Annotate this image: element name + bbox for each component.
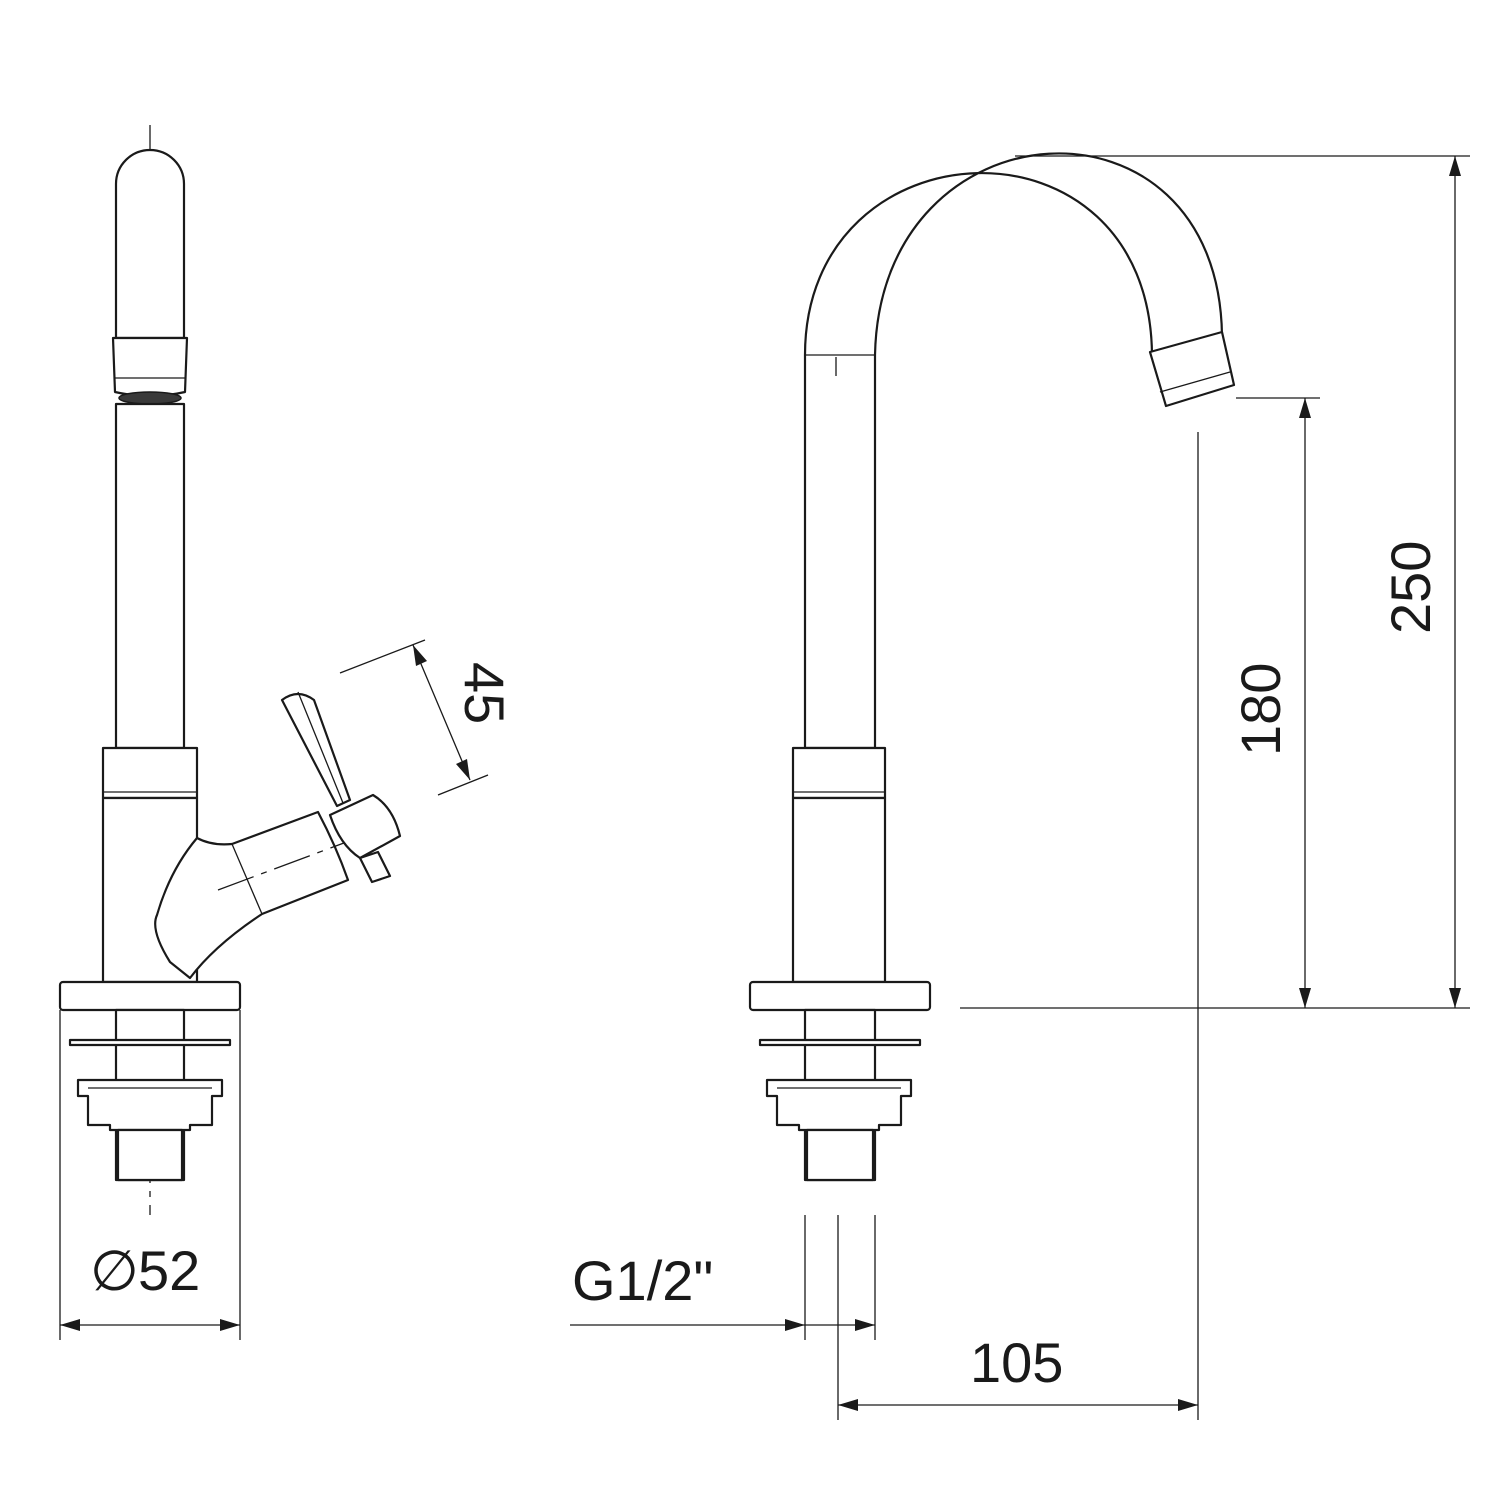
arrowhead-right bbox=[220, 1319, 240, 1331]
arrowhead-left bbox=[60, 1319, 80, 1331]
dimension-lever-angle: 45 bbox=[339, 639, 516, 796]
front-aerator bbox=[1148, 330, 1236, 408]
arrowhead-bottom bbox=[456, 759, 470, 780]
front-gooseneck bbox=[803, 152, 1224, 750]
front-nut bbox=[765, 1078, 913, 1132]
side-handle bbox=[280, 692, 352, 808]
front-flange bbox=[748, 980, 932, 1012]
lever-angle-label: 45 bbox=[453, 662, 516, 724]
front-tailpiece bbox=[805, 1128, 875, 1182]
dimension-spout-reach: 105 bbox=[837, 432, 1199, 1420]
side-washer bbox=[68, 1038, 232, 1047]
side-collar bbox=[101, 746, 199, 800]
arrowhead-right bbox=[1178, 1399, 1198, 1411]
front-washer bbox=[758, 1038, 922, 1047]
front-body bbox=[791, 796, 887, 984]
overall-height-label: 250 bbox=[1379, 541, 1442, 634]
spout-reach-label: 105 bbox=[970, 1331, 1063, 1394]
arrowhead-right bbox=[855, 1319, 875, 1331]
front-collar bbox=[791, 746, 887, 800]
side-flange bbox=[58, 980, 242, 1012]
front-aerator-ring bbox=[1159, 371, 1231, 393]
dimension-connection-thread: G1/2" bbox=[570, 1215, 876, 1340]
ext-line-bottom bbox=[437, 774, 489, 796]
dimension-spout-outlet-height: 180 bbox=[960, 397, 1470, 1009]
side-valve-housing bbox=[154, 810, 350, 980]
side-handle-edge bbox=[297, 691, 344, 804]
arrowhead-bottom bbox=[1299, 988, 1311, 1008]
side-spout-tube bbox=[114, 148, 186, 340]
arrowhead-top bbox=[413, 645, 427, 666]
dim-line bbox=[412, 644, 471, 781]
side-nut bbox=[76, 1078, 224, 1132]
side-lever-knob bbox=[328, 793, 402, 860]
arrowhead-top bbox=[1449, 156, 1461, 176]
dimension-base-diameter: ∅ 52 bbox=[59, 1010, 241, 1340]
arrowhead-left bbox=[838, 1399, 858, 1411]
front-view bbox=[748, 152, 1236, 1182]
diameter-symbol: ∅ bbox=[90, 1239, 139, 1302]
side-knob-screw bbox=[358, 850, 392, 884]
arrowhead-left bbox=[785, 1319, 805, 1331]
side-tube bbox=[114, 402, 186, 750]
dimension-overall-height: 250 bbox=[1015, 155, 1470, 1008]
arrowhead-bottom bbox=[1449, 988, 1461, 1008]
side-aerator-mesh bbox=[118, 391, 182, 405]
ext-line-top bbox=[339, 639, 426, 674]
base-diameter-label: 52 bbox=[138, 1239, 200, 1302]
side-view bbox=[58, 125, 402, 1215]
spout-outlet-height-label: 180 bbox=[1229, 663, 1292, 756]
connection-thread-label: G1/2" bbox=[572, 1249, 713, 1312]
side-aerator bbox=[111, 336, 189, 398]
arrowhead-top bbox=[1299, 398, 1311, 418]
side-tailpiece bbox=[116, 1128, 184, 1182]
